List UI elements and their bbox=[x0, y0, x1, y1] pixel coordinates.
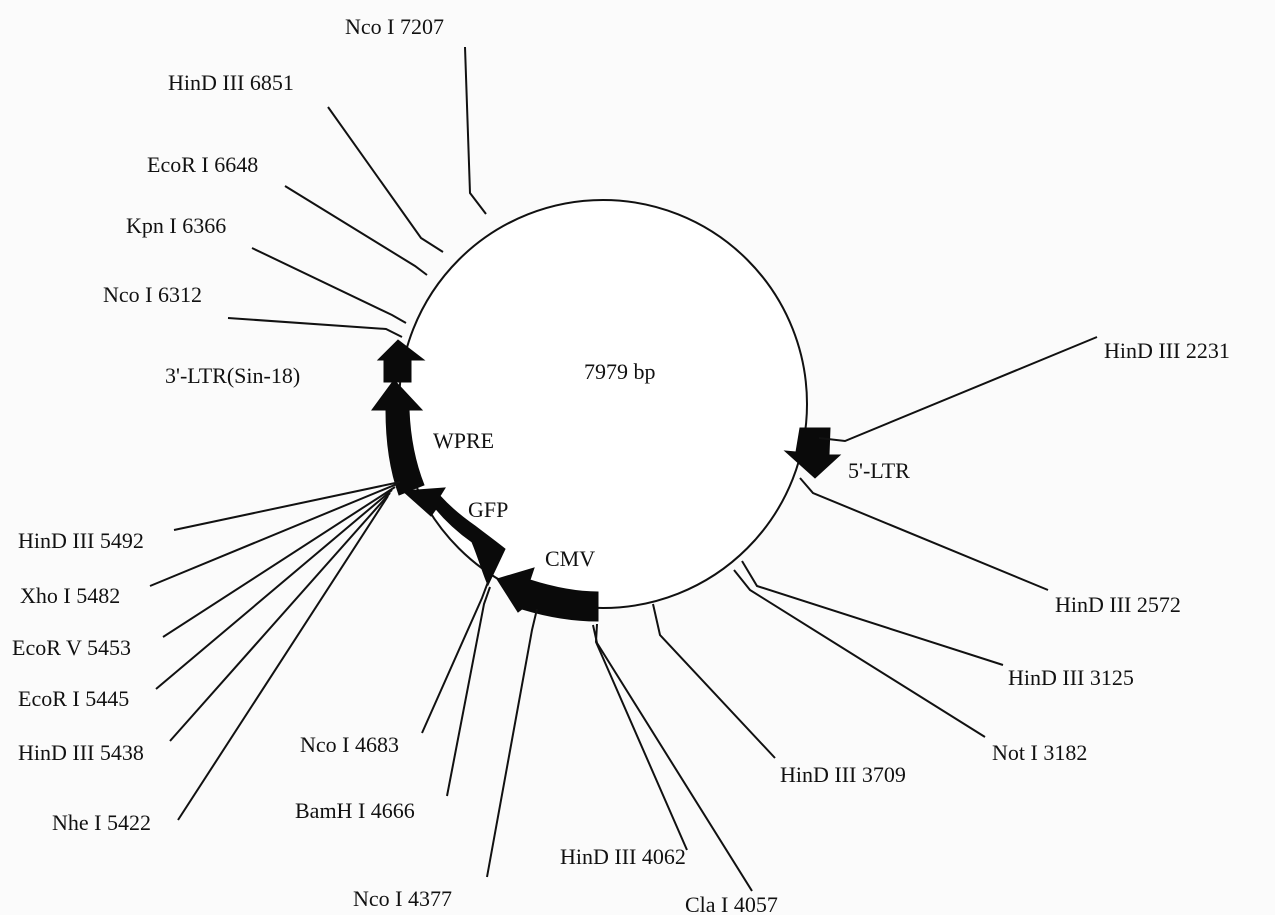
gfp-arrow bbox=[401, 487, 506, 587]
leader-hind-2572 bbox=[799, 477, 1049, 591]
leader-nhe-5422 bbox=[177, 495, 389, 821]
leader-hind-4062 bbox=[594, 623, 688, 851]
ltr3-arrow bbox=[376, 339, 426, 383]
ltr3-label: 3'-LTR(Sin-18) bbox=[165, 363, 300, 388]
leader-ecor1-6648 bbox=[284, 185, 428, 276]
leader-ecor1-5445 bbox=[155, 489, 393, 690]
site-labels: Nco I 7207 HinD III 6851 EcoR I 6648 Kpn… bbox=[12, 14, 1230, 915]
site-label: HinD III 4062 bbox=[560, 844, 686, 869]
site-label: Nco I 4683 bbox=[300, 732, 399, 757]
site-label: Nhe I 5422 bbox=[52, 810, 151, 835]
leader-nco-7207 bbox=[464, 46, 487, 215]
site-label: Xho I 5482 bbox=[20, 583, 120, 608]
leader-hind-2231 bbox=[818, 336, 1098, 443]
leader-kpn-6366 bbox=[251, 247, 407, 324]
gfp-label: GFP bbox=[468, 497, 508, 522]
cmv-label: CMV bbox=[545, 546, 595, 571]
leader-not-3182 bbox=[733, 569, 986, 738]
site-label: HinD III 3709 bbox=[780, 762, 906, 787]
site-label: HinD III 3125 bbox=[1008, 665, 1134, 690]
plasmid-backbone bbox=[398, 199, 808, 609]
site-label: EcoR V 5453 bbox=[12, 635, 131, 660]
leader-nco-4683 bbox=[421, 581, 489, 734]
site-label: Nco I 6312 bbox=[103, 282, 202, 307]
leader-hind-6851 bbox=[327, 106, 444, 253]
site-leaders bbox=[149, 46, 1098, 892]
cmv-arrow bbox=[496, 567, 599, 622]
site-label: Nco I 4377 bbox=[353, 886, 452, 911]
leader-nco-6312 bbox=[227, 317, 403, 338]
leader-nco-4377 bbox=[486, 608, 538, 878]
site-label: Cla I 4057 bbox=[685, 892, 778, 915]
leader-bamh-4666 bbox=[446, 586, 491, 797]
site-label: HinD III 5492 bbox=[18, 528, 144, 553]
leader-hind-5438 bbox=[169, 492, 391, 742]
ltr5-arrow bbox=[783, 427, 842, 479]
leader-ecorv-5453 bbox=[162, 486, 396, 638]
site-label: Kpn I 6366 bbox=[126, 213, 226, 238]
leader-hind-5492 bbox=[173, 481, 401, 531]
site-label: BamH I 4666 bbox=[295, 798, 415, 823]
site-label: EcoR I 5445 bbox=[18, 686, 129, 711]
site-label: HinD III 5438 bbox=[18, 740, 144, 765]
site-label: EcoR I 6648 bbox=[147, 152, 258, 177]
site-label: HinD III 6851 bbox=[168, 70, 294, 95]
site-label: HinD III 2231 bbox=[1104, 338, 1230, 363]
wpre-arrow bbox=[371, 379, 425, 496]
leader-xho-5482 bbox=[149, 483, 398, 587]
ltr5-label: 5'-LTR bbox=[848, 458, 910, 483]
leader-cla-4057 bbox=[592, 624, 753, 892]
wpre-label: WPRE bbox=[433, 428, 494, 453]
leader-hind-3709 bbox=[652, 603, 776, 759]
site-label: Nco I 7207 bbox=[345, 14, 444, 39]
plasmid-size-label: 7979 bp bbox=[584, 359, 656, 384]
site-label: Not I 3182 bbox=[992, 740, 1087, 765]
site-label: HinD III 2572 bbox=[1055, 592, 1181, 617]
leader-hind-3125 bbox=[741, 560, 1004, 666]
